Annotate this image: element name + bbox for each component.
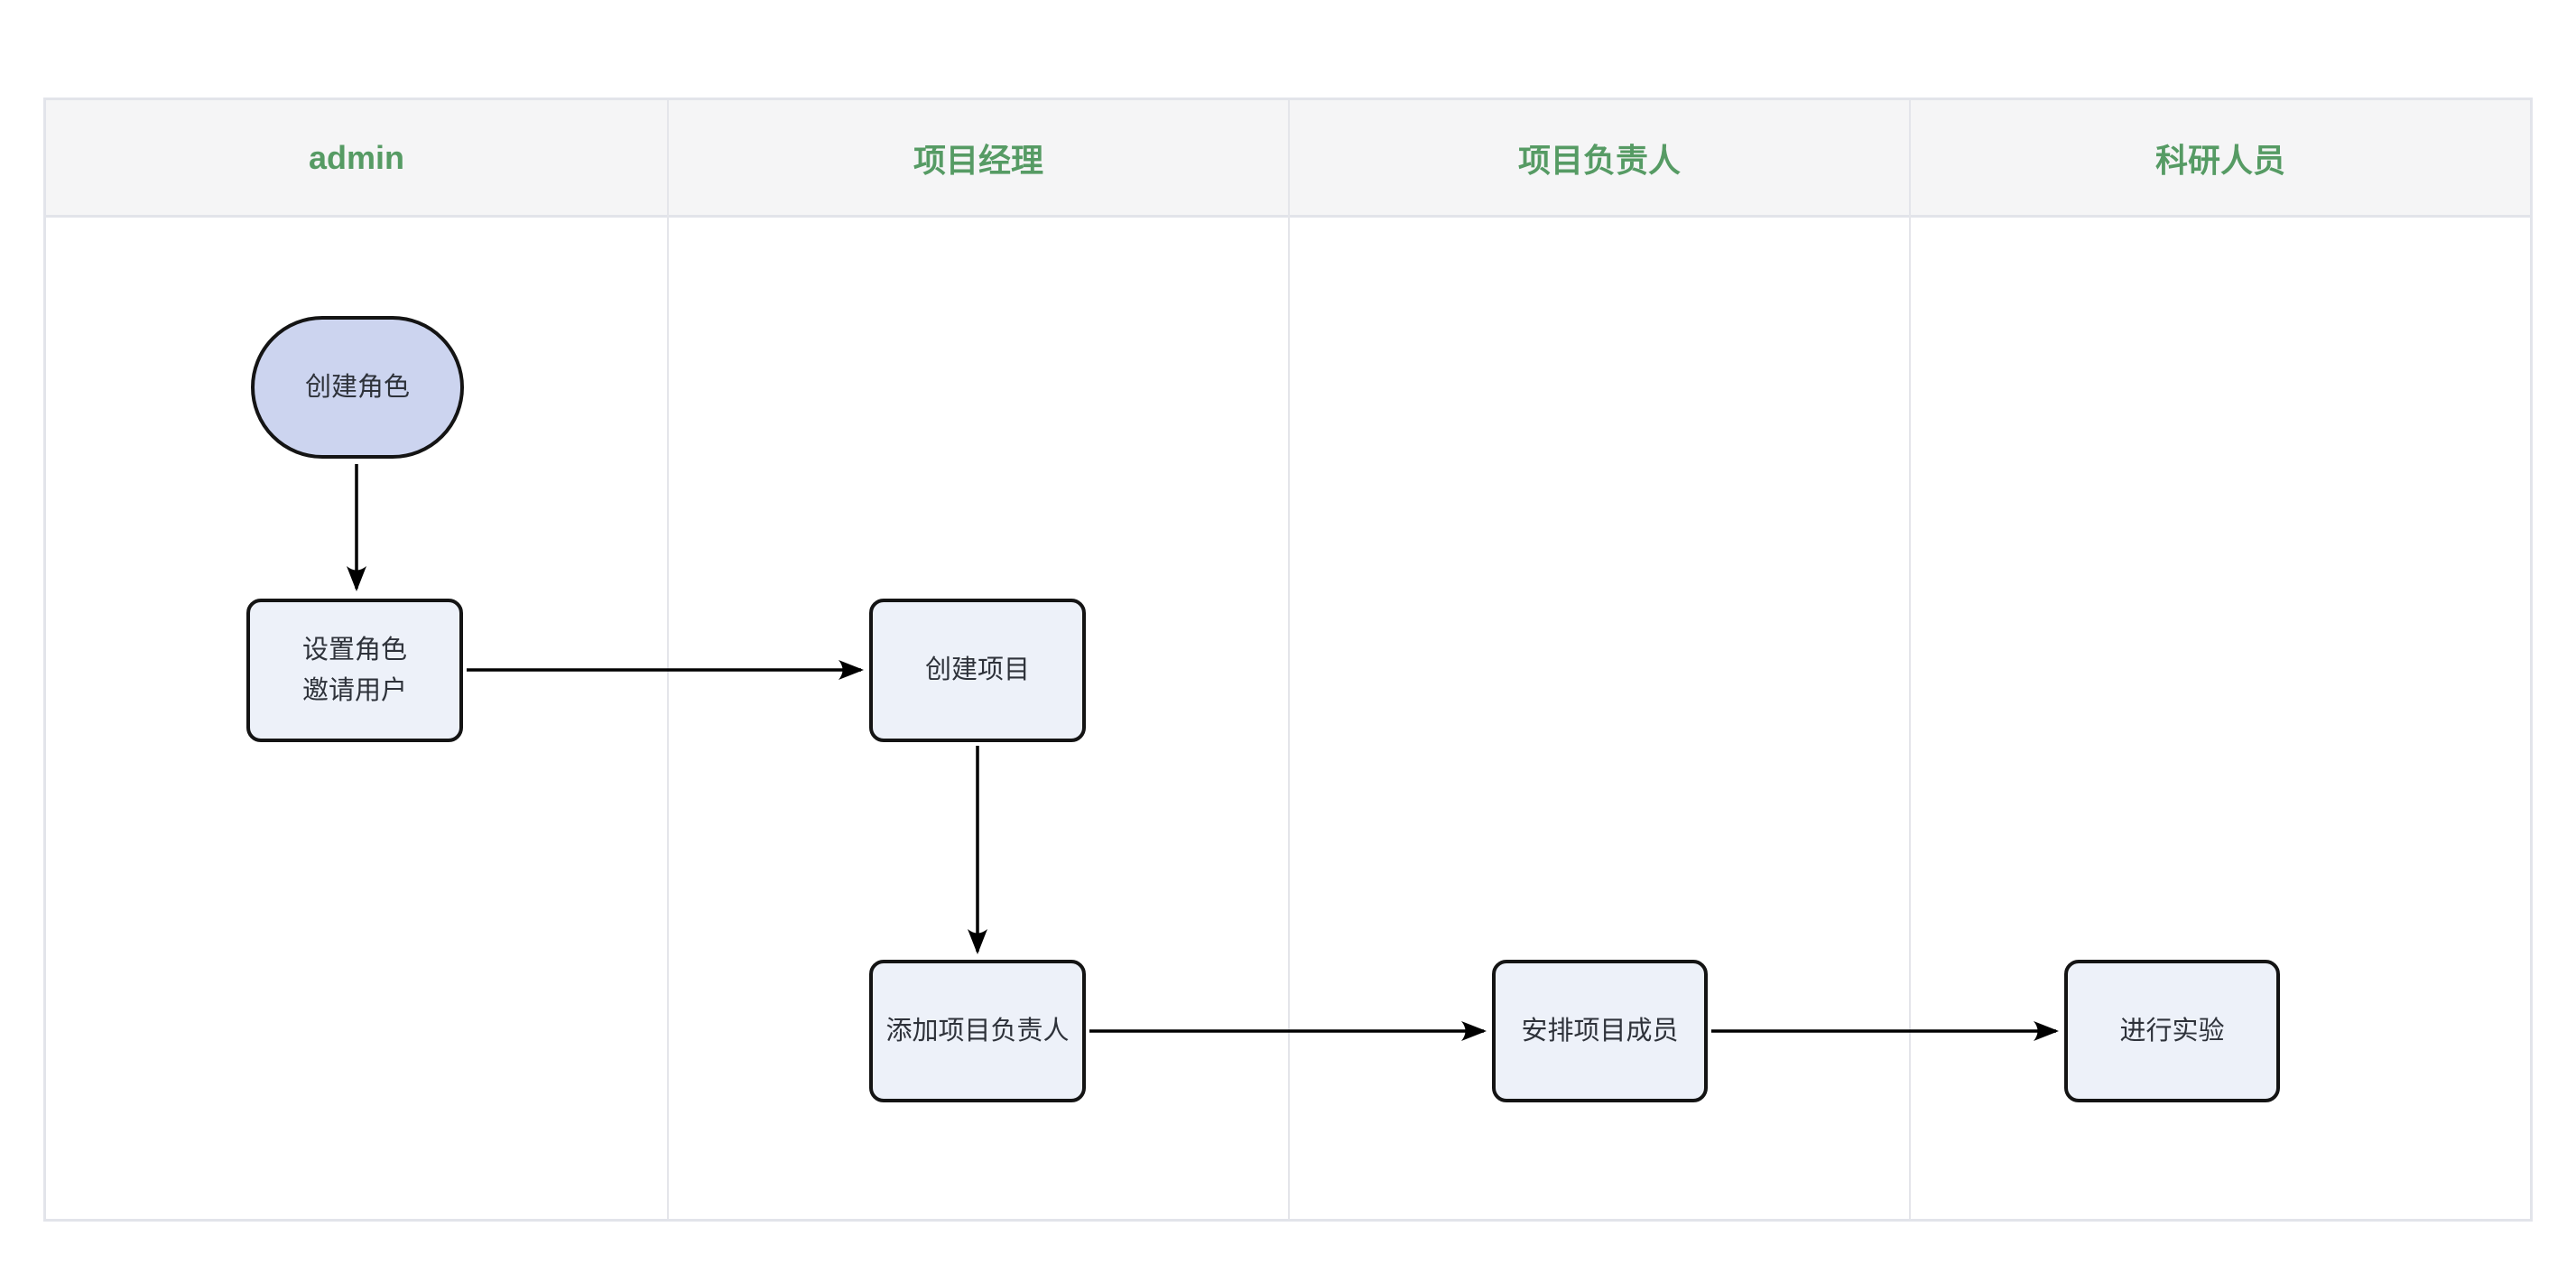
node-create-role-label: 创建角色: [304, 372, 410, 402]
node-set-role-invite-users: 设置角色 邀请用户: [246, 599, 463, 742]
node-create-project: 创建项目: [869, 599, 1086, 742]
node-arrange-project-members-label: 安排项目成员: [1521, 1016, 1679, 1046]
node-add-project-leader: 添加项目负责人: [869, 960, 1086, 1102]
lane-header-researcher: 科研人员: [1911, 100, 2530, 218]
node-set-role-line-2: 邀请用户: [301, 675, 407, 705]
lane-header-project-leader: 项目负责人: [1290, 100, 1909, 218]
lane-header-admin: admin: [46, 100, 667, 218]
node-run-experiment-label: 进行实验: [2119, 1016, 2225, 1046]
node-run-experiment: 进行实验: [2064, 960, 2280, 1102]
lane-header-researcher-label: 科研人员: [2154, 141, 2285, 179]
node-create-role: 创建角色: [251, 316, 464, 459]
lane-header-project-manager-label: 项目经理: [913, 141, 1043, 179]
node-set-role-line-1: 设置角色: [301, 635, 407, 665]
node-create-project-label: 创建项目: [924, 655, 1030, 684]
lane-header-admin-label: admin: [308, 138, 404, 176]
lane-header-project-leader-label: 项目负责人: [1517, 141, 1681, 179]
node-add-project-leader-label: 添加项目负责人: [885, 1016, 1070, 1046]
lane-researcher: 科研人员: [1909, 100, 2530, 1219]
lane-header-project-manager: 项目经理: [669, 100, 1288, 218]
node-arrange-project-members: 安排项目成员: [1492, 960, 1708, 1102]
